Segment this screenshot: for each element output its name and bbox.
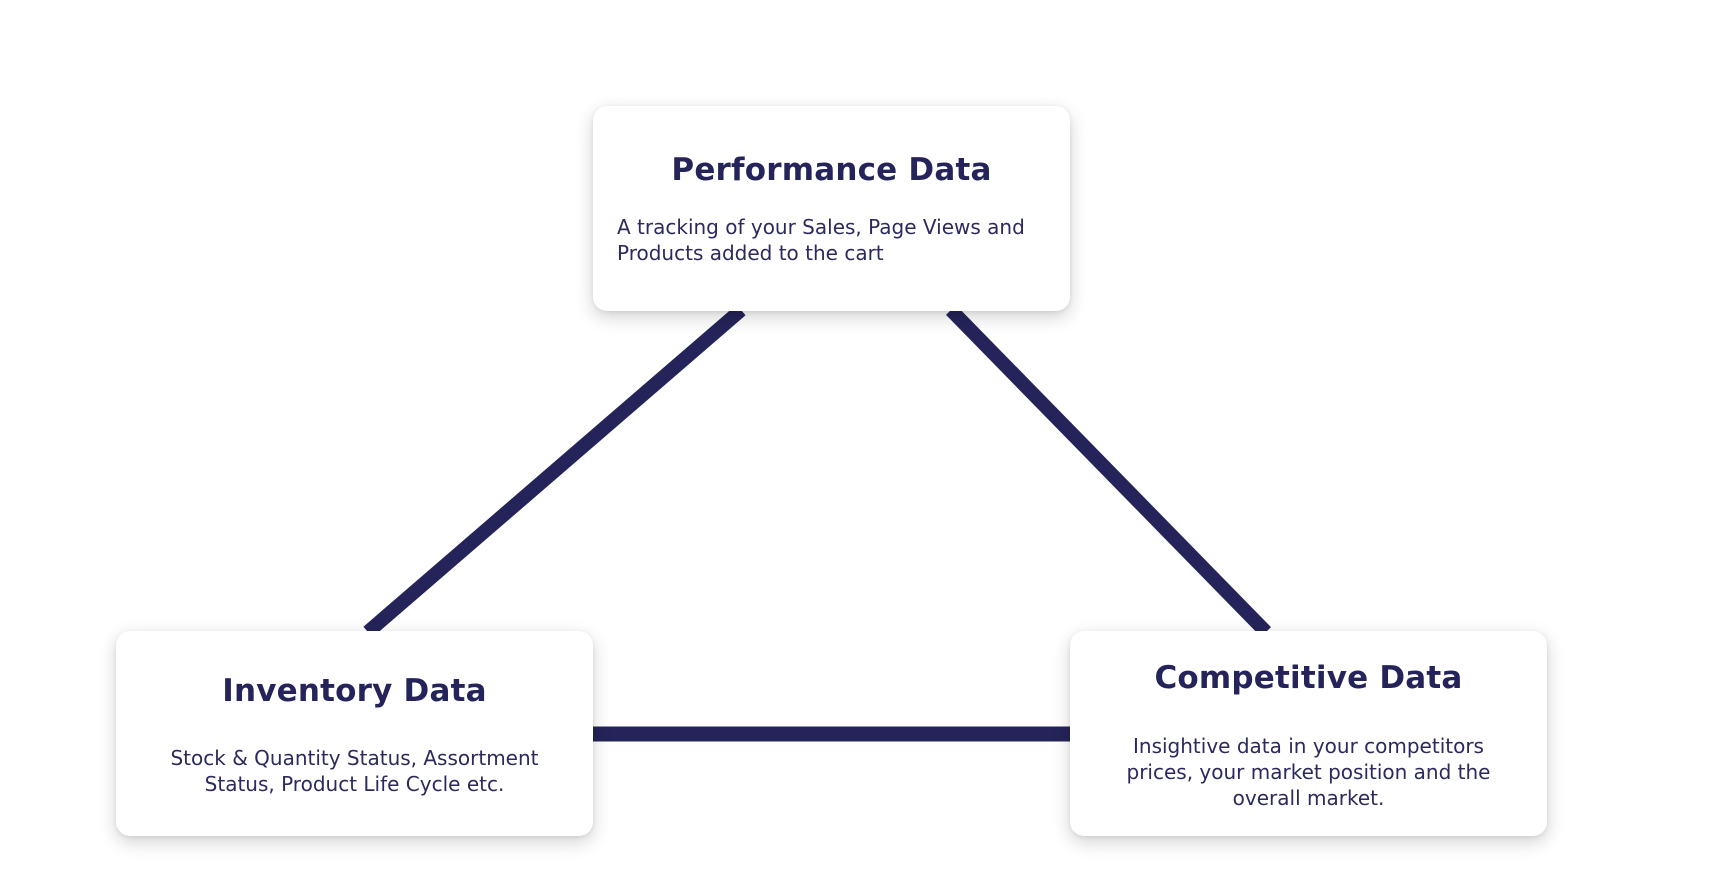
inventory-data-description: Stock & Quantity Status, Assortment Stat…	[170, 746, 539, 796]
competitive-data-title: Competitive Data	[1154, 660, 1463, 696]
performance-data-description: A tracking of your Sales, Page Views and…	[617, 215, 1025, 265]
performance-data-title: Performance Data	[671, 152, 992, 188]
competitive-data-description: Insightive data in your competitors pric…	[1126, 734, 1491, 810]
edge-performance-inventory	[363, 304, 746, 638]
inventory-data-card: Inventory Data Stock & Quantity Status, …	[116, 631, 593, 836]
edge-performance-competitive	[945, 305, 1272, 637]
inventory-data-title: Inventory Data	[222, 673, 487, 709]
competitive-data-card: Competitive Data Insightive data in your…	[1070, 631, 1547, 836]
performance-data-card: Performance Data A tracking of your Sale…	[593, 106, 1070, 311]
